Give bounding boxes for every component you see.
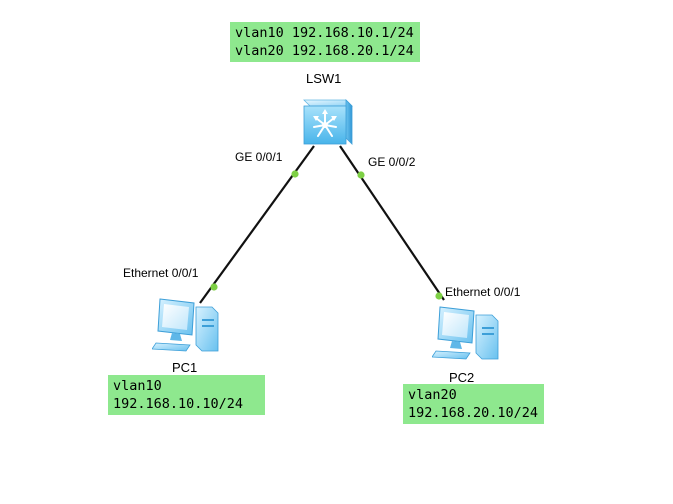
port-dot-lsw1-ge001 <box>291 170 299 178</box>
pc1-config-note[interactable]: vlan10 192.168.10.10/24 <box>108 375 266 415</box>
switch-note-line1: vlan10 192.168.10.1/24 <box>235 25 414 41</box>
port-label-pc2-eth: Ethernet 0/0/1 <box>445 285 521 299</box>
port-dot-pc1-eth <box>210 283 218 291</box>
port-dot-lsw1-ge002 <box>357 171 365 179</box>
pc-icon <box>151 298 219 352</box>
port-dot-pc2-eth <box>435 292 443 300</box>
layer3-switch-icon <box>303 99 353 145</box>
pc1-device[interactable] <box>151 293 222 357</box>
pc2-config-note[interactable]: vlan20 192.168.20.10/24 <box>403 384 545 424</box>
pc-icon <box>431 306 499 360</box>
switch-note-line2: vlan20 192.168.20.1/24 <box>235 43 414 59</box>
link-lsw1-pc2[interactable] <box>339 145 445 301</box>
switch-name-label: LSW1 <box>306 71 342 86</box>
switch-config-note[interactable]: vlan10 192.168.10.1/24 vlan20 192.168.20… <box>230 22 420 62</box>
pc2-name-label: PC2 <box>449 370 475 385</box>
pc2-note-line2: 192.168.20.10/24 <box>408 405 539 421</box>
port-label-lsw1-ge001: GE 0/0/1 <box>235 150 283 164</box>
pc1-note-line2: 192.168.10.10/24 <box>113 396 244 412</box>
pc2-note-line1: vlan20 <box>408 387 457 403</box>
pc2-device[interactable] <box>431 301 502 365</box>
link-lsw1-pc1[interactable] <box>199 145 315 304</box>
port-label-lsw1-ge002: GE 0/0/2 <box>368 155 416 169</box>
switch-lsw1[interactable] <box>292 96 356 152</box>
pc1-name-label: PC1 <box>172 360 198 375</box>
port-label-pc1-eth: Ethernet 0/0/1 <box>123 266 199 280</box>
pc1-note-line1: vlan10 <box>113 378 162 394</box>
